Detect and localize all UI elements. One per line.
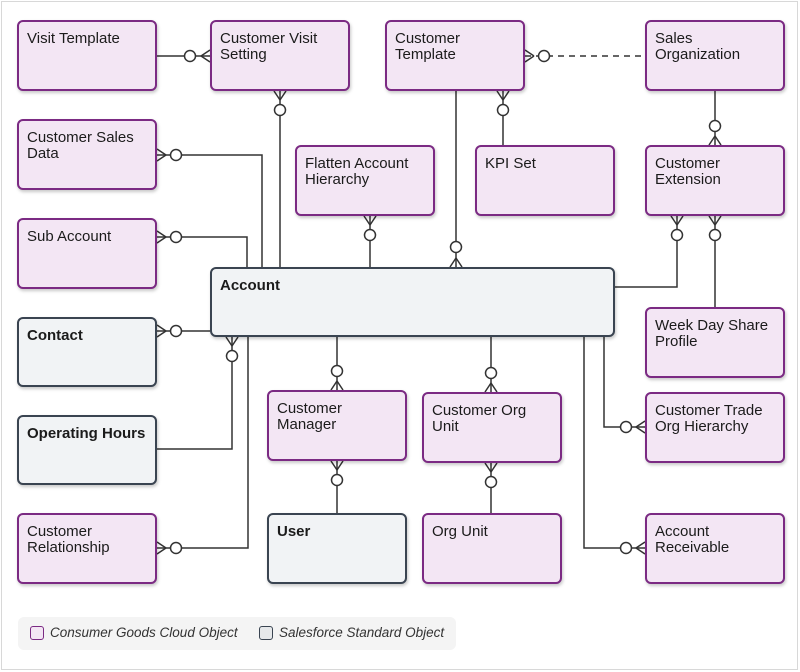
entity-label: Sub Account <box>27 228 112 245</box>
edge-marker-crowfoot <box>670 215 684 226</box>
entity-label: Visit Template <box>27 30 120 47</box>
edge-marker-crowfoot <box>524 49 535 63</box>
edge-marker-circle <box>169 541 183 555</box>
entity-label: Customer Relationship <box>27 523 110 556</box>
entity-customer-relationship[interactable]: Customer Relationship <box>17 513 157 584</box>
entity-account[interactable]: Account <box>210 267 615 337</box>
edge-marker-crowfoot <box>496 90 510 101</box>
entity-customer-org-unit[interactable]: Customer Org Unit <box>422 392 562 463</box>
legend-swatch-consumer-goods <box>30 626 44 640</box>
entity-customer-extension[interactable]: Customer Extension <box>645 145 785 216</box>
entity-operating-hours[interactable]: Operating Hours <box>17 415 157 485</box>
entity-label: Org Unit <box>432 523 488 540</box>
entity-label: Customer Org Unit <box>432 402 527 435</box>
edge-marker-circle <box>183 49 197 63</box>
edge-marker-circle <box>537 49 551 63</box>
edge-marker-circle <box>273 103 287 117</box>
edge-marker-circle <box>484 366 498 380</box>
entity-label: Customer Trade Org Hierarchy <box>655 402 763 435</box>
edge-marker-crowfoot <box>156 541 167 555</box>
entity-customer-visit-setting[interactable]: Customer Visit Setting <box>210 20 350 91</box>
legend-swatch-standard <box>259 626 273 640</box>
edge-marker-crowfoot <box>708 135 722 146</box>
entity-flatten-account-hierarchy[interactable]: Flatten Account Hierarchy <box>295 145 435 216</box>
entity-week-day-share-profile[interactable]: Week Day Share Profile <box>645 307 785 378</box>
edge-marker-crowfoot <box>156 230 167 244</box>
entity-visit-template[interactable]: Visit Template <box>17 20 157 91</box>
entity-customer-template[interactable]: Customer Template <box>385 20 525 91</box>
edge-marker-crowfoot <box>363 215 377 226</box>
edge-extension-account <box>615 216 678 288</box>
edge-marker-crowfoot <box>635 420 646 434</box>
entity-label: Customer Sales Data <box>27 129 134 162</box>
entity-kpi-set[interactable]: KPI Set <box>475 145 615 216</box>
edge-marker-circle <box>670 228 684 242</box>
edge-marker-crowfoot <box>708 215 722 226</box>
edge-marker-crowfoot <box>484 382 498 393</box>
entity-org-unit[interactable]: Org Unit <box>422 513 562 584</box>
edge-marker-crowfoot <box>330 460 344 471</box>
legend: Consumer Goods Cloud Object Salesforce S… <box>18 617 456 650</box>
edge-marker-crowfoot <box>449 257 463 268</box>
entity-label: Customer Template <box>395 30 461 63</box>
entity-label: Sales Organization <box>655 30 741 63</box>
edge-marker-circle <box>169 148 183 162</box>
entity-customer-trade-org-hierarchy[interactable]: Customer Trade Org Hierarchy <box>645 392 785 463</box>
entity-label: Account Receivable <box>655 523 730 556</box>
entity-sub-account[interactable]: Sub Account <box>17 218 157 289</box>
edge-relationship-account <box>157 337 249 549</box>
edge-salesdata-account <box>157 154 263 267</box>
edge-account-tradeorg <box>603 337 645 428</box>
edge-marker-crowfoot <box>225 336 239 347</box>
entity-label: Customer Extension <box>655 155 721 188</box>
edge-marker-circle <box>619 420 633 434</box>
edge-marker-circle <box>708 119 722 133</box>
entity-label: User <box>277 523 311 540</box>
edge-marker-circle <box>363 228 377 242</box>
edge-marker-crowfoot <box>156 324 167 338</box>
edge-marker-circle <box>330 473 344 487</box>
entity-label: Week Day Share Profile <box>655 317 769 350</box>
edge-marker-crowfoot <box>273 90 287 101</box>
entity-label: Account <box>220 277 280 294</box>
entity-label: Customer Manager <box>277 400 343 433</box>
edge-marker-crowfoot <box>156 148 167 162</box>
edge-marker-circle <box>330 364 344 378</box>
entity-sales-organization[interactable]: Sales Organization <box>645 20 785 91</box>
entity-label: Contact <box>27 327 83 344</box>
legend-label-consumer-goods: Consumer Goods Cloud Object <box>50 625 238 640</box>
edge-marker-crowfoot <box>200 49 211 63</box>
edge-marker-circle <box>619 541 633 555</box>
entity-contact[interactable]: Contact <box>17 317 157 387</box>
edge-marker-circle <box>449 240 463 254</box>
entity-user[interactable]: User <box>267 513 407 584</box>
edge-marker-circle <box>496 103 510 117</box>
entity-label: Operating Hours <box>27 425 146 442</box>
entity-label: KPI Set <box>485 155 536 172</box>
edge-marker-circle <box>708 228 722 242</box>
edge-marker-circle <box>169 230 183 244</box>
edge-marker-circle <box>225 349 239 363</box>
edge-operatinghours-account <box>157 337 233 450</box>
entity-customer-sales-data[interactable]: Customer Sales Data <box>17 119 157 190</box>
legend-label-standard: Salesforce Standard Object <box>279 625 445 640</box>
edge-marker-crowfoot <box>330 380 344 391</box>
edge-subaccount-account <box>157 236 248 267</box>
edge-marker-circle <box>484 475 498 489</box>
edge-marker-circle <box>169 324 183 338</box>
entity-account-receivable[interactable]: Account Receivable <box>645 513 785 584</box>
entity-customer-manager[interactable]: Customer Manager <box>267 390 407 461</box>
edge-account-receivable <box>583 337 645 549</box>
entity-label: Customer Visit Setting <box>220 30 318 63</box>
edge-marker-crowfoot <box>484 462 498 473</box>
edge-marker-crowfoot <box>635 541 646 555</box>
entity-label: Flatten Account Hierarchy <box>305 155 409 188</box>
